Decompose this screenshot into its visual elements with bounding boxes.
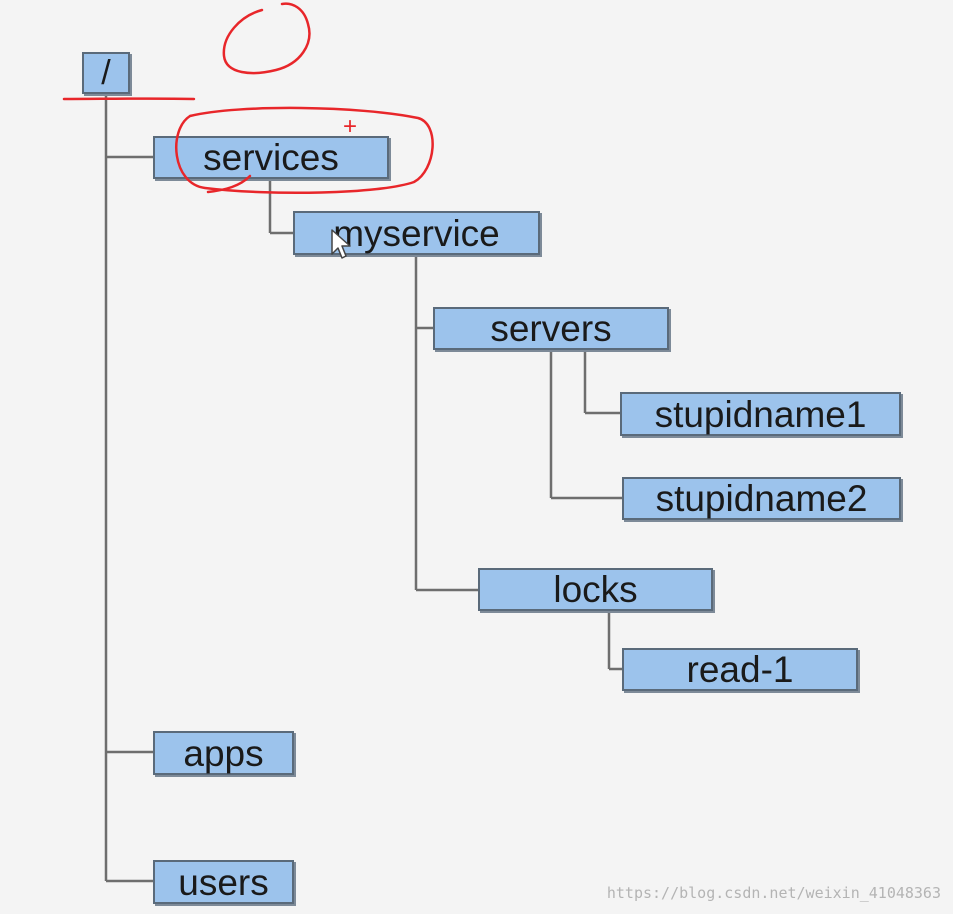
node-services-label: services — [203, 137, 339, 178]
node-stupidname2: stupidname2 — [622, 477, 901, 520]
node-read-1-label: read-1 — [686, 649, 794, 690]
node-stupidname1: stupidname1 — [620, 392, 901, 436]
node-locks: locks — [478, 568, 713, 611]
node-apps-label: apps — [183, 732, 264, 774]
node-root: / — [82, 52, 130, 94]
mouse-cursor-icon — [331, 229, 351, 259]
node-servers: servers — [433, 307, 669, 350]
annotation-circle-top — [222, 2, 311, 75]
annotation-plus-mark: + — [343, 113, 357, 140]
node-root-label: / — [101, 54, 111, 92]
node-servers-label: servers — [490, 308, 612, 349]
node-services: services — [153, 136, 389, 179]
annotation-ellipse-services — [175, 106, 434, 195]
node-myservice-label: myservice — [333, 212, 500, 254]
node-users: users — [153, 860, 294, 904]
node-users-label: users — [178, 861, 269, 903]
annotation-tick-services — [206, 174, 252, 194]
node-locks-label: locks — [553, 569, 638, 610]
node-stupidname1-label: stupidname1 — [654, 393, 867, 435]
node-read-1: read-1 — [622, 648, 858, 691]
node-apps: apps — [153, 731, 294, 775]
watermark: https://blog.csdn.net/weixin_41048363 — [606, 884, 941, 902]
node-stupidname2-label: stupidname2 — [655, 478, 868, 519]
